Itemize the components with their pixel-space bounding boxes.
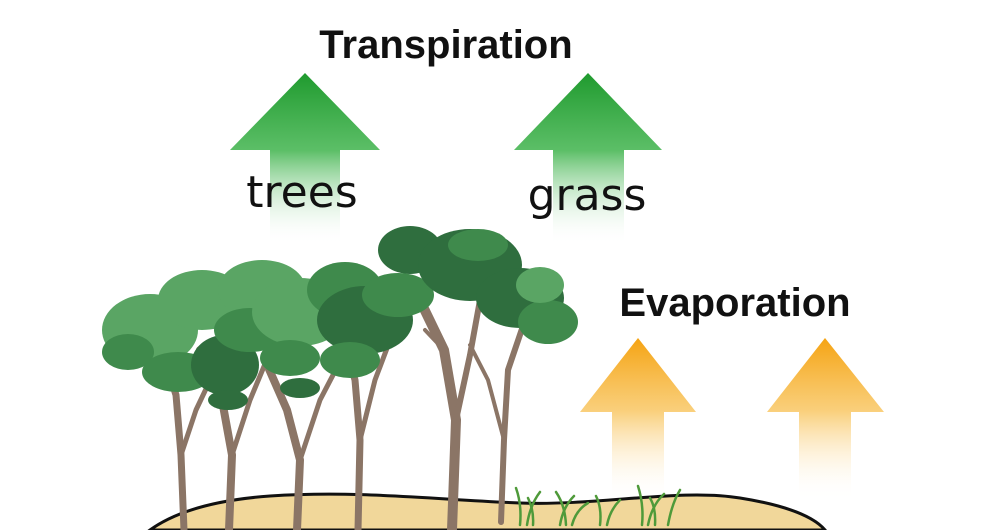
tree-trunks	[156, 285, 528, 530]
tree-foliage	[102, 226, 578, 410]
transpiration-title: Transpiration	[319, 23, 572, 67]
transpiration-arrow-trees	[230, 73, 380, 245]
transpiration-arrow-grass	[514, 73, 662, 245]
ground	[147, 492, 827, 530]
grass-tufts	[514, 484, 682, 527]
trees-label: trees	[246, 167, 357, 218]
evaporation-arrow-left	[580, 338, 696, 500]
grass-label: grass	[528, 170, 647, 221]
evaporation-arrow-right	[767, 338, 884, 500]
evaporation-title: Evaporation	[619, 281, 850, 325]
